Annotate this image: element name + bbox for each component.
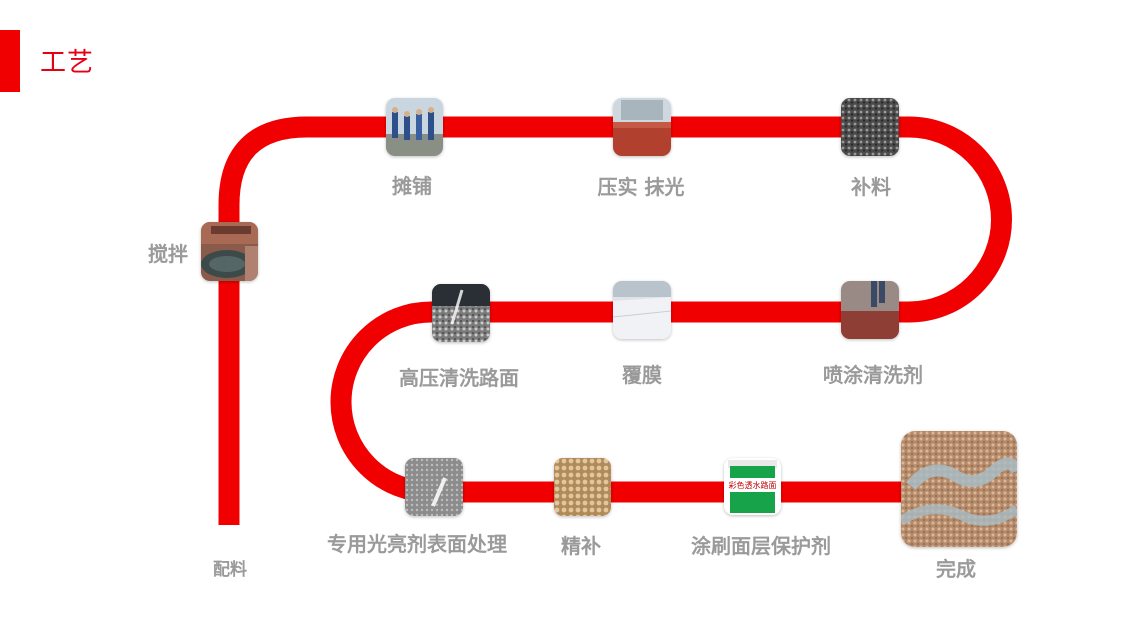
step-label-finished: 完成 — [936, 557, 976, 581]
paving-photo — [386, 98, 443, 156]
step-label-pressure-wash: 高压清洗路面 — [399, 366, 519, 390]
step-label-touch-up: 精补 — [561, 534, 601, 558]
title-accent-bar — [0, 30, 20, 92]
compacting-photo — [613, 98, 671, 156]
spray-cleaner-photo — [841, 281, 899, 339]
track-path — [218, 116, 1012, 525]
step-label-film-cover: 覆膜 — [622, 363, 662, 387]
bucket-label: 彩色透水路面 — [729, 480, 777, 490]
protective-coating-bucket: 彩色透水路面 — [724, 458, 781, 515]
step-label-brightener: 专用光亮剂表面处理 — [327, 532, 507, 556]
finished-pavement-photo — [901, 431, 1017, 547]
step-label-refill: 补料 — [851, 175, 891, 199]
step-label-protective-coating: 涂刷面层保护剂 — [691, 534, 831, 558]
touch-up-photo — [554, 458, 611, 516]
refill-photo — [841, 98, 899, 156]
step-label-compacting: 压实 抹光 — [597, 175, 685, 199]
page-title: 工艺 — [40, 48, 95, 78]
step-label-mixing: 搅拌 — [148, 242, 188, 266]
brightener-photo — [405, 458, 463, 516]
pressure-wash-photo — [432, 284, 490, 342]
film-cover-photo — [613, 281, 671, 339]
step-label-spray-cleaner: 喷涂清洗剂 — [823, 363, 923, 387]
step-label-paving: 摊铺 — [392, 174, 432, 198]
mixing-photo — [201, 222, 258, 281]
step-label-batching: 配料 — [213, 560, 247, 580]
